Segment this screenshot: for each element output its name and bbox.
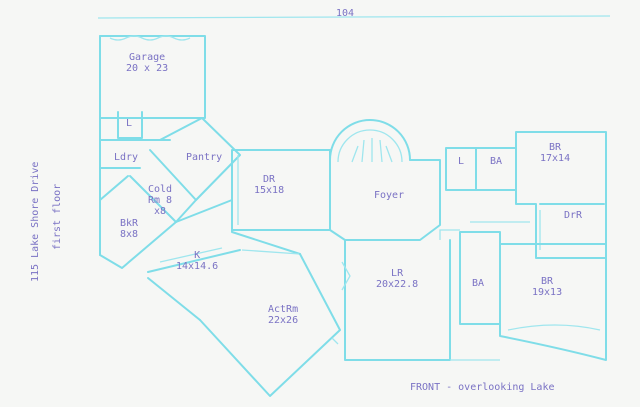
living-room-entry xyxy=(439,229,460,240)
kitchen-label: K 14x14.6 xyxy=(176,250,218,272)
breakfast-name: BkR xyxy=(120,218,139,229)
side-title-line2: first floor xyxy=(52,183,63,250)
side-title-line1: 115 Lake Shore Drive xyxy=(30,161,41,282)
lower-bedroom-name: BR xyxy=(541,276,554,287)
living-room-label: LR 20x22.8 xyxy=(376,268,418,290)
breakfast-bottom-wall xyxy=(99,221,177,269)
lower-bath-label: BA xyxy=(472,278,485,289)
living-room-size: 20x22.8 xyxy=(376,279,419,290)
upper-bath-walls xyxy=(475,147,517,191)
dining-room-name: DR xyxy=(263,174,276,185)
activity-room-label: ActRm 22x26 xyxy=(268,304,298,326)
kitchen-opening xyxy=(241,249,301,255)
page-number: 104 xyxy=(336,8,355,19)
laundry-label: Ldry xyxy=(114,152,139,163)
activity-room-name: ActRm xyxy=(268,304,299,315)
foyer-stair-curve xyxy=(329,119,411,161)
upper-bedroom-name: BR xyxy=(549,142,562,153)
garage-door xyxy=(109,35,191,41)
activity-room-door xyxy=(331,337,339,345)
dressing-room-label: DrR xyxy=(564,210,583,221)
kitchen-size: 14x14.6 xyxy=(176,261,219,272)
upper-bedroom-label: BR 17x14 xyxy=(540,142,570,164)
closet-label: L xyxy=(458,156,465,167)
dining-room-label: DR 15x18 xyxy=(254,174,284,196)
pantry-walls xyxy=(159,117,241,201)
upper-bedroom-size: 17x14 xyxy=(540,153,571,164)
lower-bedroom-size: 19x13 xyxy=(532,287,563,298)
garage-label: Garage 20 x 23 xyxy=(126,52,168,74)
garage-name: Garage xyxy=(129,52,166,63)
upper-bath-label: BA xyxy=(490,156,503,167)
garage-walls xyxy=(99,35,206,119)
breakfast-size: 8x8 xyxy=(120,229,139,240)
foyer-stair-treads xyxy=(351,138,393,163)
living-room-fireplace xyxy=(341,261,351,291)
front-note: FRONT - overlooking Lake xyxy=(410,382,555,393)
cold-room-line2: Rm 8 xyxy=(148,195,173,206)
foyer-label: Foyer xyxy=(374,190,405,201)
kitchen-counter-inner xyxy=(159,247,223,263)
activity-room-walls xyxy=(199,253,341,397)
garage-closet-walls xyxy=(117,111,143,139)
garage-closet-label: L xyxy=(126,118,133,129)
living-room-name: LR xyxy=(391,268,404,279)
foyer-walls xyxy=(329,159,441,241)
cold-room-line1: Cold xyxy=(148,184,173,195)
breakfast-label: BkR 8x8 xyxy=(120,218,138,240)
lower-bedroom-walls xyxy=(499,243,607,361)
closet-walls xyxy=(445,147,477,191)
lower-bedroom-bay xyxy=(507,324,601,331)
cold-room-line3: x8 xyxy=(154,206,167,217)
dining-room-size: 15x18 xyxy=(254,185,285,196)
kitchen-name: K xyxy=(194,250,201,261)
activity-room-size: 22x26 xyxy=(268,315,299,326)
foyer-stair-inner xyxy=(337,129,403,163)
upper-bedroom-walls xyxy=(515,131,607,259)
garage-size: 20 x 23 xyxy=(126,63,169,74)
lower-bedroom-label: BR 19x13 xyxy=(532,276,562,298)
pantry-label: Pantry xyxy=(186,152,223,163)
top-rule xyxy=(97,15,611,19)
kitchen-counter xyxy=(147,249,241,273)
breakfast-top-wall xyxy=(99,175,129,201)
living-room-walls xyxy=(344,239,451,361)
kitchen-lower-wall xyxy=(147,277,201,321)
cold-room-label: Cold Rm 8 x8 xyxy=(148,184,172,217)
cold-room-walls xyxy=(129,149,197,223)
